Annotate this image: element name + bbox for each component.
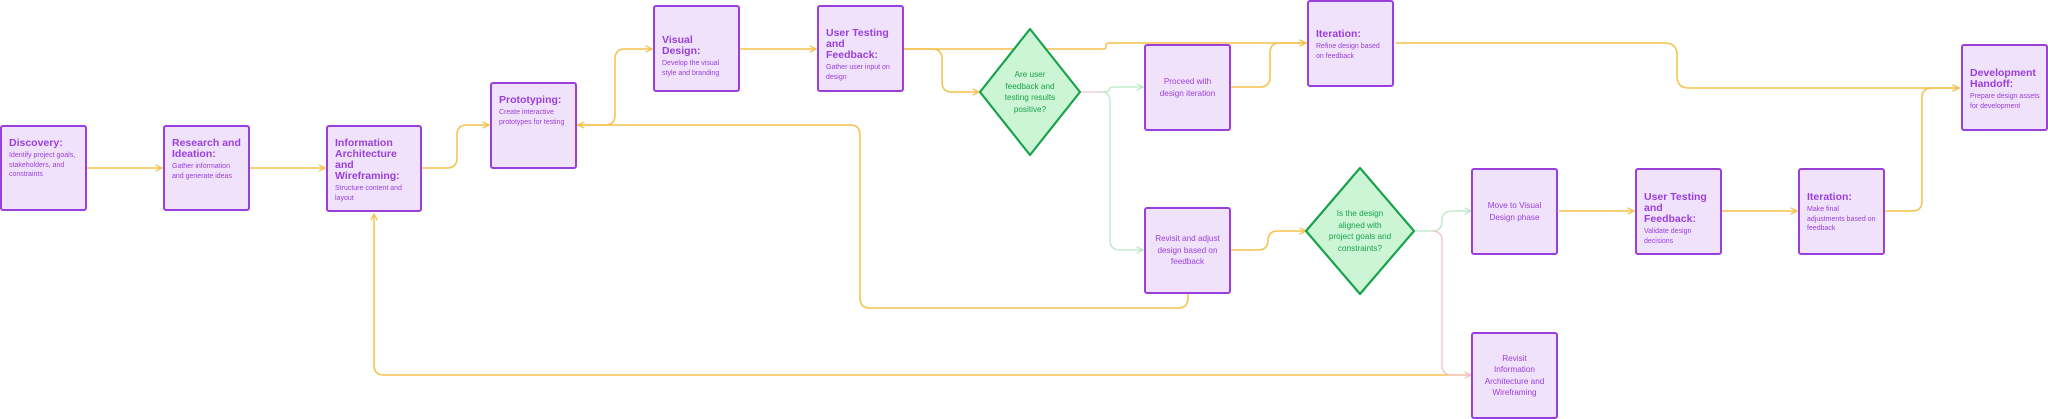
edge-decision2-revisitia xyxy=(1431,230,1471,375)
node-visual-design-desc: Develop the visual style and branding xyxy=(662,60,720,77)
node-proceed-iteration-text: Proceed with design iteration xyxy=(1159,77,1216,98)
edge-testing-iteration1 xyxy=(904,43,1306,50)
node-iteration-2[interactable]: Iteration: Make final adjustments based … xyxy=(1798,168,1885,255)
edge-decision1-proceed xyxy=(1101,87,1143,93)
node-development-handoff-title: Development Handoff: xyxy=(1970,67,2036,90)
node-user-testing-1-desc: Gather user input on design xyxy=(826,64,890,81)
node-revisit-ia[interactable]: Revisit Information Architecture and Wir… xyxy=(1471,332,1558,419)
node-move-visual-design-text: Move to Visual Design phase xyxy=(1487,201,1542,222)
edge-decision2-move xyxy=(1414,211,1471,232)
edge-revisit-decision2 xyxy=(1231,231,1306,251)
node-development-handoff-desc: Prepare design assets for development xyxy=(1970,93,2040,110)
node-discovery-desc: Identify project goals, stakeholders, an… xyxy=(9,152,76,178)
node-user-testing-2-title: User Testing and Feedback: xyxy=(1644,191,1707,225)
node-user-testing-1-title: User Testing and Feedback: xyxy=(826,27,889,61)
node-revisit-adjust[interactable]: Revisit and adjust design based on feedb… xyxy=(1144,207,1231,294)
node-research-desc: Gather information and generate ideas xyxy=(172,163,232,180)
node-iteration-2-desc: Make final adjustments based on feedback xyxy=(1807,206,1876,232)
node-user-testing-2[interactable]: User Testing and Feedback: Validate desi… xyxy=(1635,168,1722,255)
edge-iteration2-handoff xyxy=(1885,88,1959,212)
node-revisit-ia-text: Revisit Information Architecture and Wir… xyxy=(1484,353,1545,398)
edge-revisitia-ia xyxy=(374,214,1471,376)
node-proceed-iteration[interactable]: Proceed with design iteration xyxy=(1144,44,1231,131)
node-information-architecture[interactable]: Information Architecture and Wireframing… xyxy=(326,125,422,212)
node-iteration-1[interactable]: Iteration: Refine design based on feedba… xyxy=(1307,0,1394,87)
node-iteration-1-title: Iteration: xyxy=(1316,28,1361,40)
node-development-handoff[interactable]: Development Handoff: Prepare design asse… xyxy=(1961,44,2048,131)
node-iteration-1-desc: Refine design based on feedback xyxy=(1316,43,1380,60)
edge-iteration1-handoff xyxy=(1396,42,1959,88)
node-prototyping-title: Prototyping: xyxy=(499,94,562,106)
node-research[interactable]: Research and Ideation: Gather informatio… xyxy=(163,125,250,211)
node-visual-design-title: Visual Design: xyxy=(662,34,701,57)
edge-ia-prototyping xyxy=(422,125,489,169)
node-information-architecture-title: Information Architecture and Wireframing… xyxy=(335,137,400,182)
node-iteration-2-title: Iteration: xyxy=(1807,191,1852,203)
decision-1-diamond xyxy=(978,27,1082,157)
edge-testing-decision1 xyxy=(904,48,979,92)
node-research-title: Research and Ideation: xyxy=(172,137,241,160)
node-user-testing-1[interactable]: User Testing and Feedback: Gather user i… xyxy=(817,5,904,92)
decision-2-text: Is the design aligned with project goals… xyxy=(1328,209,1392,253)
node-move-visual-design[interactable]: Move to Visual Design phase xyxy=(1471,168,1558,255)
edge-decision1-revisit xyxy=(1101,91,1143,250)
node-prototyping-desc: Create interactive prototypes for testin… xyxy=(499,109,565,126)
decision-2-diamond xyxy=(1304,166,1416,296)
node-information-architecture-desc: Structure content and layout xyxy=(335,185,402,202)
node-discovery[interactable]: Discovery: Identify project goals, stake… xyxy=(0,125,87,211)
edge-prototyping-visual xyxy=(577,49,652,126)
node-revisit-adjust-text: Revisit and adjust design based on feedb… xyxy=(1155,234,1220,267)
decision-1-text: Are user feedback and testing results po… xyxy=(1004,70,1056,114)
node-discovery-title: Discovery: xyxy=(9,137,63,149)
edge-proceed-iteration1 xyxy=(1231,43,1306,88)
node-visual-design[interactable]: Visual Design: Develop the visual style … xyxy=(653,5,740,92)
edge-revisit-prototyping xyxy=(578,125,1189,309)
node-prototyping[interactable]: Prototyping: Create interactive prototyp… xyxy=(490,82,577,169)
node-user-testing-2-desc: Validate design decisions xyxy=(1644,228,1692,245)
